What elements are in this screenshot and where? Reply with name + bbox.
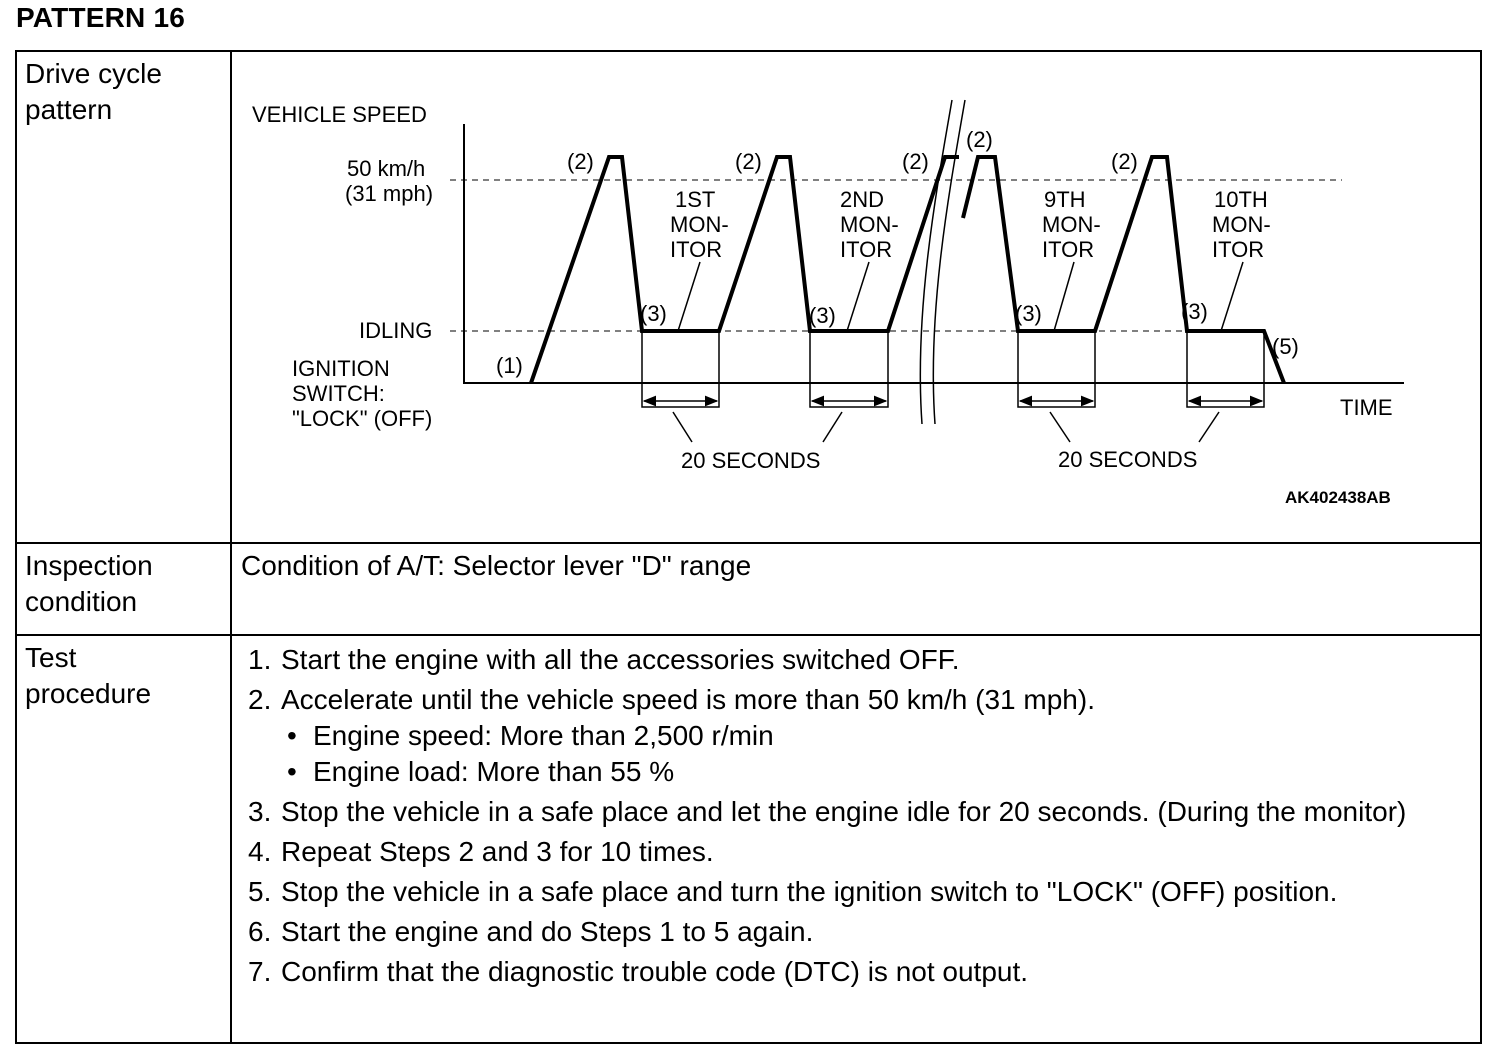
bullet-item: • Engine speed: More than 2,500 r/min [281,718,1451,754]
drive-cycle-header: Drive cycle pattern [15,50,232,544]
figure-code: AK402438AB [1285,488,1391,507]
seconds-leader-3 [1049,411,1071,443]
step-number: 5. [248,876,272,907]
spec-table: Drive cycle pattern [15,50,1482,1044]
test-header-line1: Test [25,642,77,673]
monitor-3-line2: MON- [1042,212,1101,237]
seconds-leader-1 [672,411,693,443]
step-number: 3. [248,796,272,827]
step-number: 4. [248,836,272,867]
step-body: Accelerate until the vehicle speed is mo… [281,682,1451,790]
x-axis-label: TIME [1340,395,1393,420]
seconds-label-2: 20 SECONDS [1058,447,1197,472]
bullet-text: Engine load: More than 55 % [313,756,675,787]
idle-period-box-1 [641,330,720,408]
drive-cycle-header-line1: Drive cycle [25,58,162,89]
drive-cycle-diagram: VEHICLE SPEED 50 km/h (31 mph) IDLING IG… [252,99,1404,507]
step-number: 2. [248,684,272,715]
y-axis-label: VEHICLE SPEED [252,102,427,127]
step-text: Start the engine and do Steps 1 to 5 aga… [281,916,814,947]
seconds-leader-2 [822,411,843,443]
bullet-icon: • [287,756,297,787]
idle-period-box-4 [1186,330,1265,408]
inspection-header-line2: condition [25,586,138,617]
marker-5: (5) [1272,334,1299,359]
axis-break-mark-left [919,99,953,425]
step-number: 7. [248,956,272,987]
idle-period-box-2 [809,330,889,408]
monitor-2-line2: MON- [840,212,899,237]
bullet-text: Engine speed: More than 2,500 r/min [313,720,774,751]
monitor-leader-2 [846,261,870,332]
monitor-2-line3: ITOR [840,237,892,262]
monitor-2-line1: 2ND [840,187,884,212]
monitor-leader-3 [1053,261,1075,332]
marker-2-a: (2) [567,149,594,174]
bullet-icon: • [287,720,297,751]
test-row: Test procedure 1. Start the engine with … [15,634,1482,1044]
step-number: 6. [248,916,272,947]
monitor-4-line3: ITOR [1212,237,1264,262]
page-title: PATTERN 16 [16,2,185,33]
monitor-1-line1: 1ST [675,187,715,212]
step-text: Repeat Steps 2 and 3 for 10 times. [281,836,714,867]
speed-trace-segment-a [529,155,959,384]
inspection-header: Inspection condition [15,542,232,636]
marker-2-b: (2) [735,149,762,174]
monitor-4-line2: MON- [1212,212,1271,237]
inspection-header-line1: Inspection [25,550,153,581]
ignition-label-2: SWITCH: [292,381,385,406]
marker-3-b: (3) [809,303,836,328]
test-header-line2: procedure [25,678,152,709]
step-text: Stop the vehicle in a safe place and tur… [281,876,1338,907]
marker-3-c: (3) [1015,301,1042,326]
monitor-3-line3: ITOR [1042,237,1094,262]
drive-cycle-header-line2: pattern [25,94,113,125]
marker-3-a: (3) [640,301,667,326]
step-text: Accelerate until the vehicle speed is mo… [281,684,1095,715]
monitor-leader-4 [1220,261,1244,332]
seconds-leader-4 [1198,411,1220,443]
ignition-label-3: "LOCK" (OFF) [292,406,432,431]
test-header: Test procedure [15,634,232,1044]
marker-2-c: (2) [902,149,929,174]
inspection-condition-text: Condition of A/T: Selector lever "D" ran… [241,550,752,581]
drive-cycle-diagram-cell: VEHICLE SPEED 50 km/h (31 mph) IDLING IG… [230,50,1482,544]
test-step: 3. Stop the vehicle in a safe place and … [248,794,1480,830]
test-step: 7. Confirm that the diagnostic trouble c… [248,954,1480,990]
step-bullets: • Engine speed: More than 2,500 r/min • En… [281,718,1451,790]
monitor-4-line1: 10TH [1214,187,1268,212]
test-step: 1. Start the engine with all the accesso… [248,642,1480,678]
test-step: 5. Stop the vehicle in a safe place and … [248,874,1480,910]
marker-3-d: (3) [1181,299,1208,324]
drive-cycle-row: Drive cycle pattern [15,50,1482,544]
monitor-3-line1: 9TH [1044,187,1086,212]
test-step: 2. Accelerate until the vehicle speed is… [248,682,1480,790]
test-procedure-cell: 1. Start the engine with all the accesso… [230,634,1482,1044]
seconds-label-1: 20 SECONDS [681,448,820,473]
monitor-1-line2: MON- [670,212,729,237]
axis-break-mark-right [932,99,966,425]
step-number: 1. [248,644,272,675]
monitor-1-line3: ITOR [670,237,722,262]
step-text: Confirm that the diagnostic trouble code… [281,956,1029,987]
idle-period-box-3 [1017,330,1096,408]
step-text: Stop the vehicle in a safe place and let… [281,796,1407,827]
marker-1: (1) [496,353,523,378]
test-step: 4. Repeat Steps 2 and 3 for 10 times. [248,834,1480,870]
test-steps-list: 1. Start the engine with all the accesso… [232,636,1480,990]
marker-2-d: (2) [966,127,993,152]
idling-label: IDLING [359,318,432,343]
inspection-row: Inspection condition Condition of A/T: S… [15,542,1482,636]
monitor-leader-1 [677,261,701,332]
speed-label-mph: (31 mph) [345,181,433,206]
speed-label-kmh: 50 km/h [347,156,425,181]
inspection-cell: Condition of A/T: Selector lever "D" ran… [230,542,1482,636]
bullet-item: • Engine load: More than 55 % [281,754,1451,790]
test-step: 6. Start the engine and do Steps 1 to 5 … [248,914,1480,950]
step-text: Start the engine with all the accessorie… [281,644,960,675]
marker-2-e: (2) [1111,149,1138,174]
ignition-label-1: IGNITION [292,356,390,381]
